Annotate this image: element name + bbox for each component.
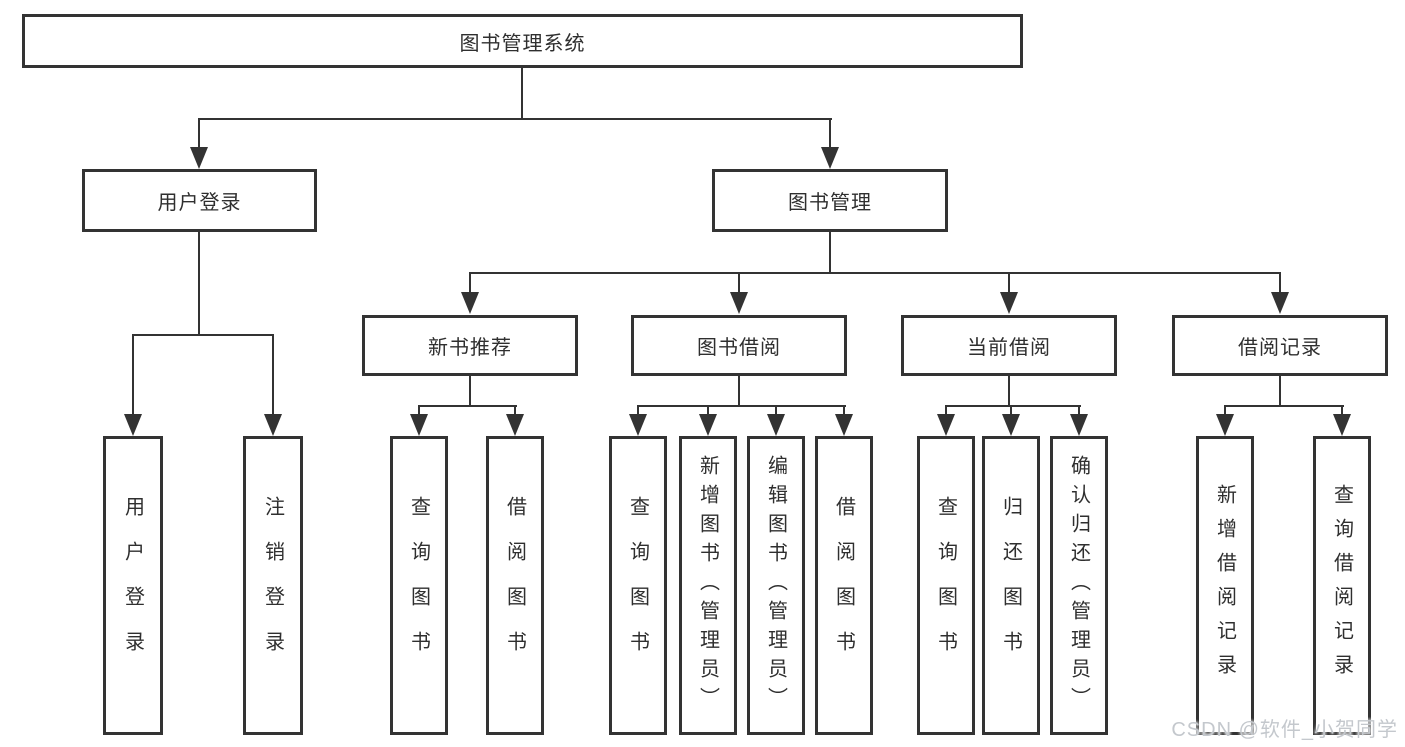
- leaf-borrow-books-1: 借阅图书: [486, 436, 544, 735]
- node-book-borrow-label: 图书借阅: [697, 337, 781, 359]
- csdn-watermark: CSDN @软件_小贺同学: [1171, 719, 1398, 741]
- leaf-query-books-2: 查询图书: [609, 436, 667, 735]
- arrow-down-icon: [1002, 414, 1020, 436]
- leaf-add-borrow-record: 新增借阅记录: [1196, 436, 1254, 735]
- connector-line-v: [198, 118, 200, 149]
- arrow-down-icon: [1070, 414, 1088, 436]
- connector-line-v: [514, 405, 516, 417]
- leaf-query-books-1: 查询图书: [390, 436, 448, 735]
- arrow-down-icon: [410, 414, 428, 436]
- connector-line-v: [469, 376, 471, 407]
- connector-line-v: [738, 376, 740, 407]
- node-current-borrow-label: 当前借阅: [967, 337, 1051, 359]
- connector-line-v: [198, 232, 200, 336]
- connector-line-v: [272, 334, 274, 416]
- arrow-down-icon: [1000, 292, 1018, 314]
- arrow-down-icon: [1216, 414, 1234, 436]
- connector-line-v: [738, 272, 740, 294]
- connector-line-v: [637, 405, 639, 417]
- connector-line-v: [945, 405, 947, 417]
- arrow-down-icon: [190, 147, 208, 169]
- arrow-down-icon: [730, 292, 748, 314]
- connector-line-v: [1008, 376, 1010, 407]
- connector-line-h: [1224, 405, 1344, 407]
- connector-line-h: [418, 405, 517, 407]
- leaf-user-login: 用户登录: [103, 436, 163, 735]
- arrow-down-icon: [629, 414, 647, 436]
- connector-line-h: [198, 118, 832, 120]
- connector-line-v: [829, 232, 831, 274]
- arrow-down-icon: [821, 147, 839, 169]
- arrow-down-icon: [1333, 414, 1351, 436]
- node-root-label: 图书管理系统: [459, 32, 586, 55]
- node-book-mgmt: 图书管理: [712, 169, 948, 232]
- connector-line-v: [418, 405, 420, 417]
- connector-line-h: [945, 405, 1081, 407]
- connector-line-v: [521, 68, 523, 119]
- arrow-down-icon: [835, 414, 853, 436]
- leaf-edit-books-admin: 编辑图书（管理员）: [747, 436, 805, 735]
- leaf-confirm-return-admin: 确认归还（管理员）: [1050, 436, 1108, 735]
- arrow-down-icon: [264, 414, 282, 436]
- connector-line-h: [637, 405, 846, 407]
- leaf-borrow-books-2: 借阅图书: [815, 436, 873, 735]
- node-user-login: 用户登录: [82, 169, 317, 232]
- connector-line-v: [1279, 272, 1281, 294]
- node-new-books-label: 新书推荐: [428, 337, 512, 359]
- connector-line-v: [1078, 405, 1080, 417]
- connector-line-v: [132, 334, 134, 416]
- node-borrow-records: 借阅记录: [1172, 315, 1388, 376]
- node-book-borrow: 图书借阅: [631, 315, 847, 376]
- leaf-query-books-3: 查询图书: [917, 436, 975, 735]
- connector-line-v: [775, 405, 777, 417]
- connector-line-v: [1008, 272, 1010, 294]
- connector-line-v: [1010, 405, 1012, 417]
- connector-line-v: [1279, 376, 1281, 407]
- connector-line-v: [1224, 405, 1226, 417]
- connector-line-v: [1341, 405, 1343, 417]
- arrow-down-icon: [1271, 292, 1289, 314]
- connector-line-v: [829, 118, 831, 149]
- leaf-logout: 注销登录: [243, 436, 303, 735]
- connector-line-h: [132, 334, 274, 336]
- leaf-query-borrow-record: 查询借阅记录: [1313, 436, 1371, 735]
- arrow-down-icon: [124, 414, 142, 436]
- arrow-down-icon: [767, 414, 785, 436]
- leaf-return-books: 归还图书: [982, 436, 1040, 735]
- arrow-down-icon: [461, 292, 479, 314]
- arrow-down-icon: [699, 414, 717, 436]
- connector-line-v: [843, 405, 845, 417]
- node-new-books: 新书推荐: [362, 315, 578, 376]
- node-root: 图书管理系统: [22, 14, 1023, 68]
- node-borrow-records-label: 借阅记录: [1238, 337, 1322, 359]
- arrow-down-icon: [506, 414, 524, 436]
- node-current-borrow: 当前借阅: [901, 315, 1117, 376]
- node-user-login-label: 用户登录: [157, 192, 242, 214]
- leaf-add-books-admin: 新增图书（管理员）: [679, 436, 737, 735]
- connector-line-h: [469, 272, 1281, 274]
- arrow-down-icon: [937, 414, 955, 436]
- node-book-mgmt-label: 图书管理: [788, 192, 872, 214]
- connector-line-v: [469, 272, 471, 294]
- connector-line-v: [707, 405, 709, 417]
